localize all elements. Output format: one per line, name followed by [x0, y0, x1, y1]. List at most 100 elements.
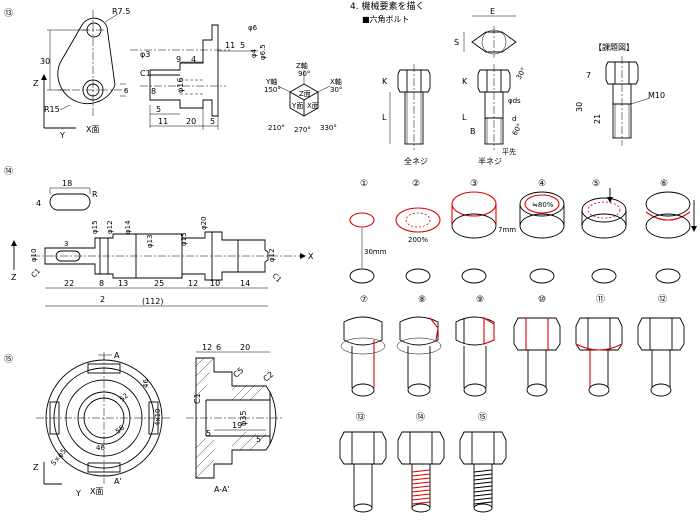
fig13-cube-330: 330° [320, 124, 337, 132]
figure-15-number: ⑮ [4, 354, 13, 365]
bolt-full-thread: K L 全ネジ [382, 64, 431, 166]
bolt-full-dim-k: K [382, 77, 388, 86]
step-13-number: ⑬ [356, 412, 365, 423]
step-10-number: ⑩ [538, 295, 546, 305]
fig13-dim-4: 4 [191, 55, 196, 64]
step-3-note-7mm: 7mm [498, 226, 516, 234]
fig14-dim-18: 18 [62, 179, 72, 188]
fig14-seg-10: 10 [210, 279, 220, 288]
step-9-number: ⑨ [476, 295, 484, 305]
fig15-dim-52: 52 [118, 392, 130, 404]
fig13-dim-r75: R7.5 [112, 7, 130, 16]
fig15-dim-phi35: φ35 [239, 411, 248, 426]
assignment-label: 【課題図】 [594, 42, 634, 52]
fig15-dim-c5: C5 [232, 366, 246, 380]
fig15-axis-y: Y [75, 489, 81, 498]
fig14-dim-2: 2 [100, 295, 105, 304]
step-7-number: ⑦ [360, 295, 368, 305]
step-14 [397, 431, 445, 513]
fig15-cut-a2: A' [114, 477, 122, 486]
step-9 [455, 316, 495, 397]
fig13-cube-xaxis: X軸 [330, 77, 342, 86]
step-11-number: ⑪ [596, 294, 605, 305]
fig14-dim-phi20: φ20 [200, 216, 208, 230]
bolt-dim-30: 30° [515, 66, 528, 81]
bolt-hex-top-view: E S [454, 7, 517, 58]
step-6-number: ⑥ [660, 179, 668, 189]
section-title: 4. 機械要素を描く [350, 0, 424, 12]
fig13-x-face: X面 [86, 125, 99, 134]
fig15-dim-46b: 46 [96, 444, 105, 452]
fig13-dim-phi65: φ6.5 [259, 44, 267, 60]
step-15-number: ⑮ [478, 412, 487, 423]
fig13-dim-phi3: φ3 [140, 50, 150, 59]
step-5-number: ⑤ [592, 179, 600, 189]
fig13-dim-11b: 11 [158, 117, 168, 126]
fig15-front-view: A A' 46 52 56 4x10 46 S×φ5 Z Y X面 [33, 351, 172, 498]
steps: ① ② ③ ④ ⑤ ⑥ 30mm 200% 7mm [339, 179, 697, 513]
fig14-dim-3: 3 [64, 240, 68, 248]
fig13-dim-6: 6 [124, 87, 129, 95]
fig14-dim-r: R [92, 190, 98, 199]
fig15-dim-6: 6 [216, 343, 221, 352]
step-12-number: ⑫ [658, 294, 667, 305]
assignment-dim-21: 21 [593, 114, 602, 124]
figure-15: ⑮ A A' 46 52 56 4x10 46 S×φ5 [4, 343, 282, 498]
fig13-dim-20: 20 [186, 117, 196, 126]
fig14-dim-phi14: φ14 [124, 220, 132, 234]
step-8-number: ⑧ [418, 295, 426, 305]
fig13-dim-5b: 5 [156, 105, 161, 114]
fig15-dim-c1: C1 [193, 393, 202, 404]
fig14-dim-4: 4 [36, 199, 41, 208]
step-4-number: ④ [538, 179, 546, 189]
fig14-dim-c1a: C1 [30, 267, 42, 279]
fig13-dim-30: 30 [40, 57, 50, 66]
fig13-dim-8: 8 [151, 87, 156, 96]
fig15-dim-19: 19 [232, 421, 242, 430]
step-2-note-200: 200% [408, 236, 428, 244]
figure-14-number: ⑭ [4, 166, 13, 177]
fig13-cube-yface: Y面 [291, 102, 303, 110]
fig13-axis-z: Z [33, 79, 39, 88]
step-13 [339, 431, 387, 513]
fig14-axis-z: Z [11, 273, 17, 282]
fig15-section-label: A-A' [214, 485, 230, 494]
fig13-dim-phi6: φ6 [248, 24, 258, 32]
fig14-dim-phi15b: φ15 [180, 232, 188, 246]
bolt-dim-e: E [490, 7, 495, 16]
fig13-dim-5c: 5 [210, 117, 215, 126]
step-7 [340, 316, 386, 397]
fig15-dim-5a: 5 [206, 429, 211, 438]
step-10 [513, 317, 561, 397]
fig14-total: (112) [142, 297, 164, 306]
bolt-half-thread: K L B φds d 30° 60° 平先 半ネジ [462, 64, 528, 166]
fig13-dim-phi4: φ4 [250, 48, 258, 58]
fig15-section-view: 12 6 20 C5 C2 C1 φ35 19 5 5 A-A' [186, 343, 282, 494]
fig14-seg-8: 8 [99, 279, 104, 288]
fig13-cube-210: 210° [268, 124, 285, 132]
bolt-assignment: 【課題図】 7 30 21 M10 [575, 42, 665, 146]
fig15-dim-46a: 46 [142, 379, 150, 388]
step-1: 30mm [349, 212, 387, 284]
step-2: 200% [395, 207, 441, 284]
step-1-note-30mm: 30mm [364, 248, 387, 256]
step-3-number: ③ [470, 179, 478, 189]
step-1-number: ① [360, 179, 368, 189]
bolt-dim-ds: φds [508, 97, 521, 105]
bolt-full-label: 全ネジ [404, 156, 428, 166]
step-3: 7mm [451, 191, 516, 284]
fig15-axis-z: Z [33, 463, 39, 472]
fig13-cube-zdeg: 90° [298, 70, 310, 78]
step-4-note-80: ≒80% [532, 201, 554, 209]
bolt-half-dim-b: B [470, 127, 476, 136]
fig13-cube-zface: Z面 [299, 90, 311, 98]
fig14-dim-phi13: φ13 [146, 234, 154, 248]
bolt-half-dim-l: L [462, 113, 467, 122]
fig13-cube-zaxis: Z軸 [296, 61, 308, 70]
fig13-cube-xdeg: 30° [330, 86, 342, 94]
fig14-seg-12: 12 [188, 279, 198, 288]
fig13-dim-11: 11 [225, 41, 235, 50]
step-2-number: ② [412, 179, 420, 189]
section-subtitle: ■六角ボルト [362, 14, 410, 24]
